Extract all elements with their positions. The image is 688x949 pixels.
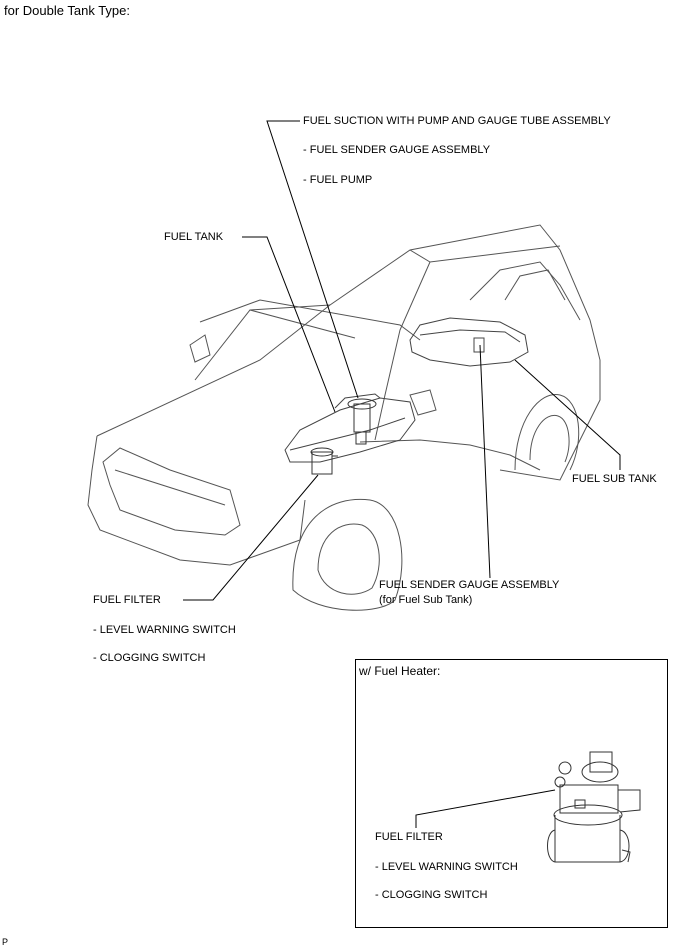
figure-code: P [2, 937, 9, 947]
label-fuel-filter: FUEL FILTER [93, 594, 161, 606]
diagram-title: for Double Tank Type: [4, 3, 130, 18]
label-fuel-pump: - FUEL PUMP [303, 174, 373, 186]
inset-label-level-warning-switch: - LEVEL WARNING SWITCH [375, 861, 518, 873]
leader-lines [183, 120, 621, 601]
label-sub-tank-sender-note: (for Fuel Sub Tank) [379, 594, 473, 606]
fuel-pump-assembly-drawing [347, 398, 377, 445]
inset-leader-line [415, 789, 556, 828]
label-clogging-switch: - CLOGGING SWITCH [93, 652, 206, 664]
label-fuel-suction-assembly: FUEL SUCTION WITH PUMP AND GAUGE TUBE AS… [303, 115, 611, 127]
inset-label-fuel-filter: FUEL FILTER [375, 831, 443, 843]
heated-fuel-filter-drawing [547, 751, 641, 863]
fuel-filter-drawing [310, 447, 338, 475]
label-fuel-sender-gauge-assembly: - FUEL SENDER GAUGE ASSEMBLY [303, 144, 491, 156]
label-sub-tank-sender-gauge: FUEL SENDER GAUGE ASSEMBLY [379, 579, 560, 591]
fuel-heater-inset-box [355, 659, 668, 928]
fuel-tank-drawing [284, 393, 416, 463]
inset-label-clogging-switch: - CLOGGING SWITCH [375, 889, 488, 901]
inset-title: w/ Fuel Heater: [359, 664, 441, 678]
vehicle-outline [87, 224, 601, 611]
label-fuel-sub-tank: FUEL SUB TANK [572, 473, 657, 485]
fuel-sub-tank-drawing [409, 317, 529, 367]
label-fuel-tank: FUEL TANK [164, 231, 224, 243]
label-level-warning-switch: - LEVEL WARNING SWITCH [93, 624, 236, 636]
